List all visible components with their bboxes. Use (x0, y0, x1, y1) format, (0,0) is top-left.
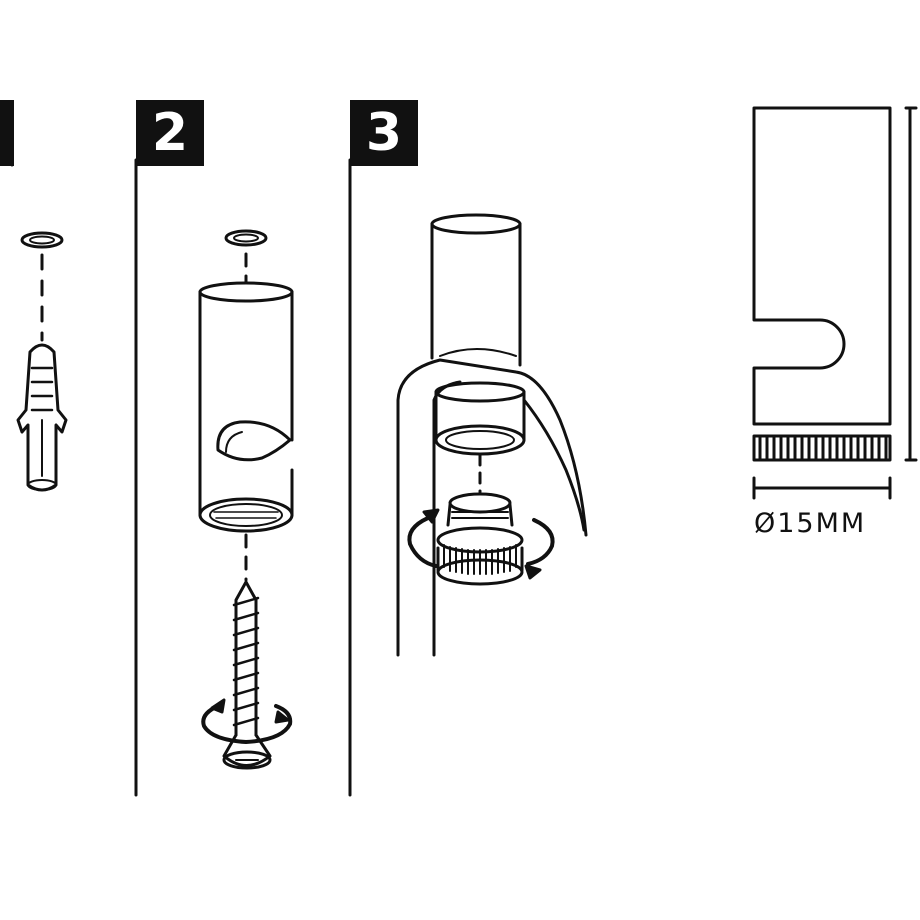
screw-icon (222, 580, 272, 770)
step3-lower-socket-icon (434, 381, 526, 456)
wall-plug-icon (16, 343, 68, 492)
product-profile-icon (752, 106, 892, 426)
rail-bar-icon (396, 358, 588, 657)
height-dimension-line (904, 106, 918, 462)
knurled-cap-profile-icon (752, 434, 892, 462)
step-badge-2: 2 (136, 100, 204, 166)
diameter-label: Ø15MM (754, 508, 867, 539)
step3-cylinder-icon (430, 213, 522, 367)
width-dimension-line (752, 476, 892, 500)
knurled-nut-icon (436, 492, 524, 586)
step-badge-3: 3 (350, 100, 418, 166)
hook-cylinder-icon (198, 281, 294, 533)
step1-washer (20, 231, 64, 249)
step2-washer (224, 229, 268, 247)
rotate-arrow-icon-step3 (407, 508, 555, 580)
step-number-2: 2 (151, 103, 189, 163)
rotate-arrow-icon-step2 (201, 698, 293, 744)
step-number-3: 3 (365, 103, 403, 163)
